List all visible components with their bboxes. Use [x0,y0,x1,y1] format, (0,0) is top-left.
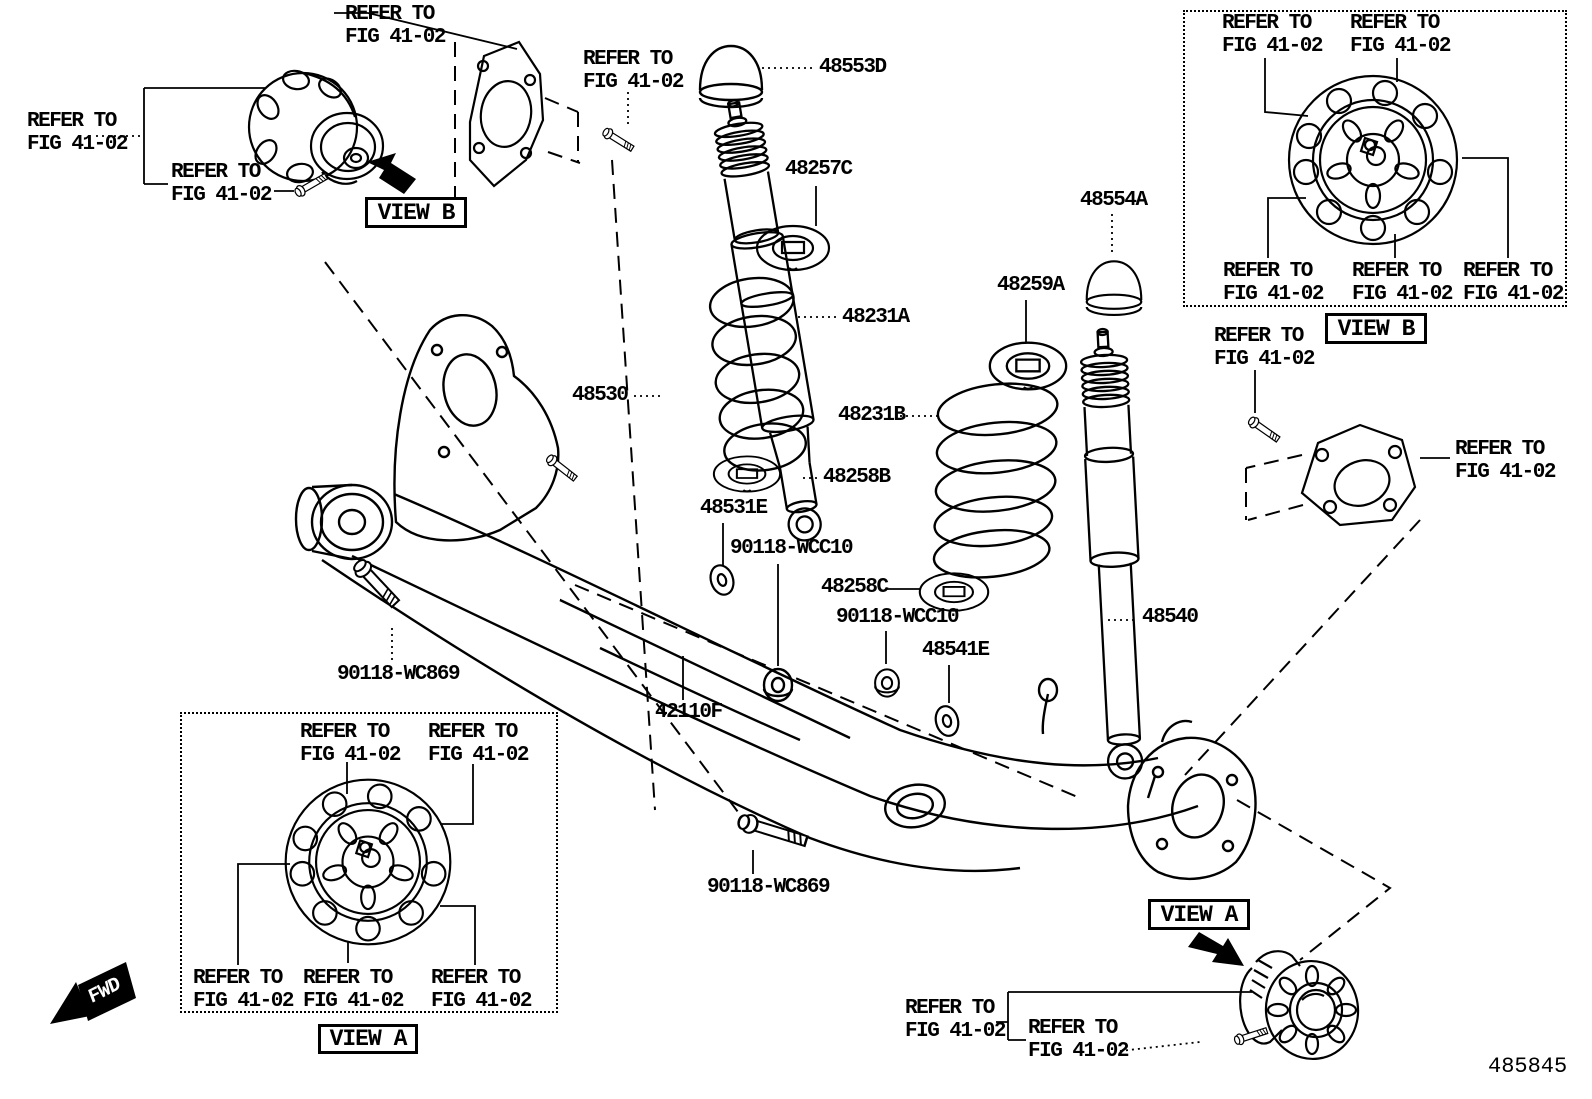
view-b-tag-detail: VIEW B [1325,313,1427,344]
leader-lines-solid [143,12,1509,1041]
shock-absorber-48540-drawing [1079,327,1144,780]
refer-note: REFER TO FIG 41-02 [193,967,294,1013]
refer-note: REFER TO FIG 41-02 [171,161,272,207]
shock-absorber-48530-drawing [713,99,822,542]
view-a-arrow-icon [1188,932,1244,966]
figure-code: 485845 [1488,1054,1568,1079]
part-label-90118-wc869-b: 90118-WC869 [707,876,831,899]
refer-note: REFER TO FIG 41-02 [1028,1017,1129,1063]
washer-48531E-drawing [705,561,739,599]
refer-note: REFER TO FIG 41-02 [428,721,529,767]
bumper-cap-48553D-drawing [698,44,764,109]
refer-note: REFER TO FIG 41-02 [1223,260,1324,306]
refer-note: REFER TO FIG 41-02 [583,48,684,94]
refer-note: REFER TO FIG 41-02 [345,3,446,49]
refer-note: REFER TO FIG 41-02 [300,721,401,767]
mount-bracket-plate-right-drawing [1245,414,1417,527]
part-label-90118-wcc10-a: 90118-WCC10 [730,537,854,560]
hub-bearing-assembly-top-left [247,69,385,200]
refer-note: REFER TO FIG 41-02 [1350,12,1451,58]
view-b-tag-main: VIEW B [365,197,467,228]
part-label-48231a: 48231A [842,306,910,329]
nut-90118-wcc10-b-drawing [874,668,900,698]
refer-note: REFER TO FIG 41-02 [905,997,1006,1043]
part-label-48257c: 48257C [785,158,853,181]
spring-seat-48259A-drawing [988,341,1068,391]
refer-note: REFER TO FIG 41-02 [1463,260,1564,306]
bumper-cap-48554A-drawing [1085,260,1143,317]
fwd-arrow-icon [50,962,136,1024]
refer-note: REFER TO FIG 41-02 [1222,12,1323,58]
view-b-arrow-icon [367,153,416,194]
spring-seat-48257C-drawing [755,224,831,272]
refer-note: REFER TO FIG 41-02 [1352,260,1453,306]
part-label-48531e: 48531E [700,497,768,520]
part-label-48231b: 48231B [838,404,906,427]
refer-note: REFER TO FIG 41-02 [303,967,404,1013]
view-b-detail-box [1183,10,1567,307]
washer-48541E-drawing [931,702,963,740]
refer-note: REFER TO FIG 41-02 [431,967,532,1013]
spring-seat-48258B-drawing [712,455,782,493]
part-label-48540: 48540 [1142,606,1199,629]
projection-dashed-lines [324,42,1421,961]
hub-bearing-assembly-bottom-right [1232,950,1360,1061]
part-label-90118-wcc10-b: 90118-WCC10 [836,606,960,629]
part-label-90118-wc869-a: 90118-WC869 [337,663,461,686]
part-label-48258c: 48258C [821,576,889,599]
part-label-42110f: 42110F [655,701,723,724]
axle-beam-42110F-drawing [294,313,1257,881]
refer-note: REFER TO FIG 41-02 [1214,325,1315,371]
view-a-tag-main: VIEW A [1148,899,1250,930]
part-label-48554a: 48554A [1080,189,1148,212]
part-label-48553d: 48553D [819,56,887,79]
part-label-48259a: 48259A [997,274,1065,297]
view-a-tag-detail: VIEW A [318,1024,418,1054]
view-a-detail-box [180,712,558,1013]
part-label-48541e: 48541E [922,639,990,662]
part-label-48258b: 48258B [823,466,891,489]
mount-bracket-plate-top [468,40,636,188]
coil-spring-48231A-drawing [708,276,807,472]
refer-note: REFER TO FIG 41-02 [1455,438,1556,484]
coil-spring-48231B-drawing [932,382,1059,579]
refer-note: REFER TO FIG 41-02 [27,110,128,156]
part-label-48530: 48530 [572,384,629,407]
bolt-90118-wc869-bottom-drawing [735,810,810,851]
